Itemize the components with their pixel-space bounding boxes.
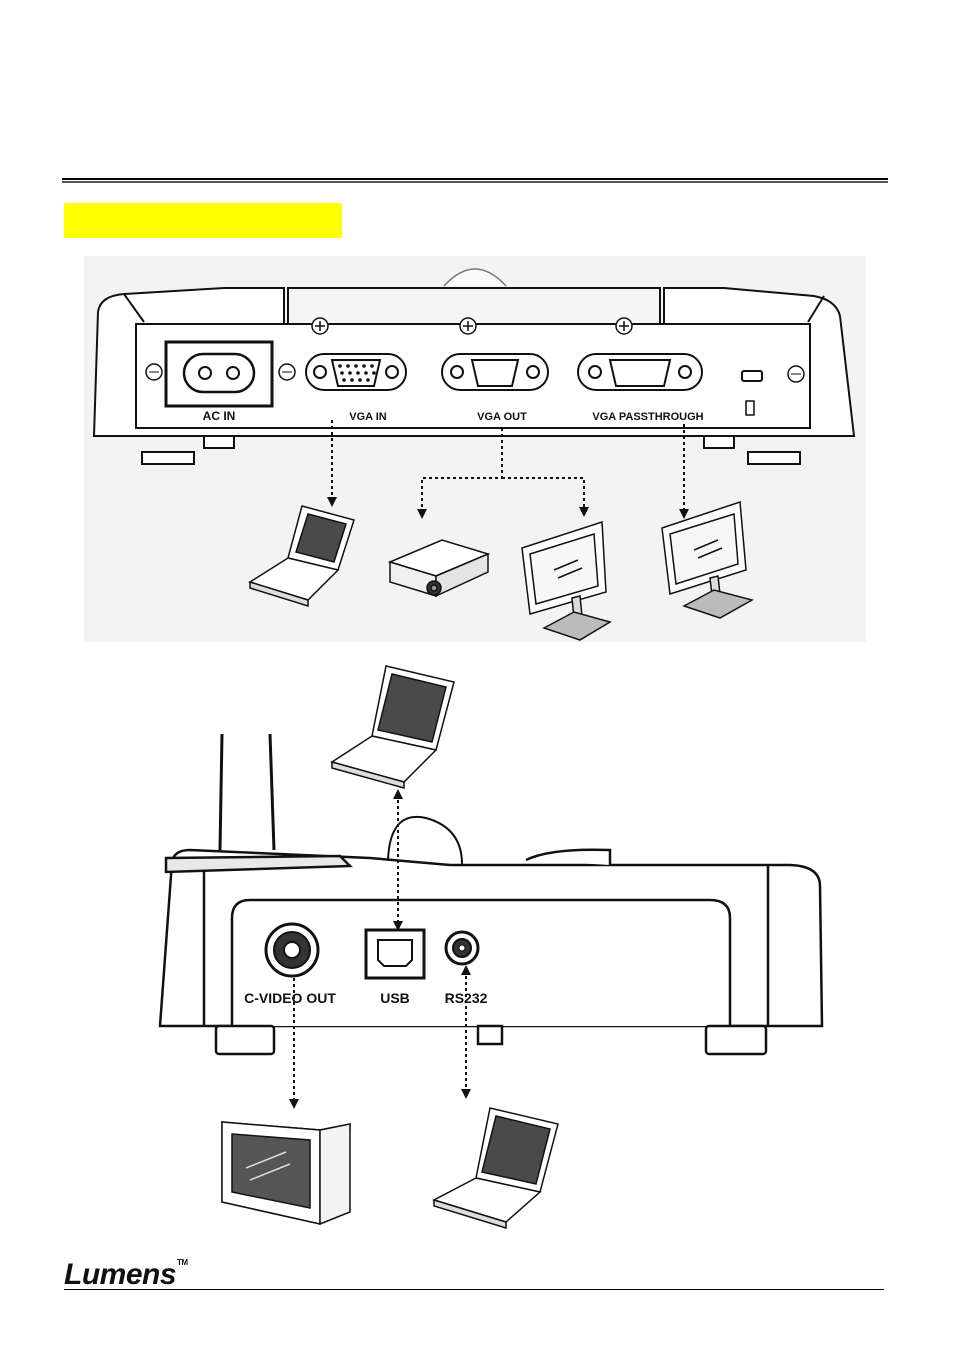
laptop-icon bbox=[248, 505, 355, 608]
vga-out-label: VGA OUT bbox=[477, 411, 527, 423]
connection-lines bbox=[327, 420, 689, 519]
side-panel-illustration: C-VIDEO OUT USB RS232 bbox=[158, 665, 824, 1230]
trademark-mark: TM bbox=[177, 1258, 188, 1267]
connection-lines bbox=[289, 789, 471, 1109]
vga-passthrough-label: VGA PASSTHROUGH bbox=[592, 411, 703, 423]
brand-name: Lumens bbox=[64, 1258, 177, 1291]
laptop-icon bbox=[432, 1107, 559, 1230]
laptop-icon bbox=[330, 665, 455, 789]
monitor-icon bbox=[661, 500, 754, 619]
footer-rule bbox=[64, 1289, 884, 1290]
vga-passthrough-port bbox=[577, 353, 703, 391]
projector-icon bbox=[387, 539, 491, 598]
tv-icon bbox=[221, 1121, 351, 1226]
arm-posts bbox=[218, 733, 276, 851]
section-heading-highlight bbox=[64, 203, 342, 238]
vga-in-port bbox=[305, 353, 407, 391]
kensington-lock-slot bbox=[741, 365, 805, 416]
device-side-body bbox=[158, 848, 824, 1056]
cvideo-out-label: C-VIDEO OUT bbox=[244, 990, 336, 1006]
brand-logo: LumensTM bbox=[64, 1258, 188, 1292]
vga-out-port bbox=[441, 353, 549, 391]
side-panel-diagram: C-VIDEO OUT USB RS232 bbox=[150, 660, 840, 1240]
header-rule bbox=[62, 178, 888, 183]
cvideo-out-jack bbox=[264, 922, 320, 978]
rs232-jack bbox=[444, 930, 480, 966]
usb-port bbox=[364, 928, 426, 980]
top-screws bbox=[311, 317, 633, 335]
rear-panel-illustration: AC IN VGA IN VGA OUT VGA PASSTHROUGH bbox=[92, 268, 856, 641]
camera-dome bbox=[443, 268, 507, 287]
usb-label: USB bbox=[380, 990, 410, 1006]
ac-in-socket bbox=[145, 340, 296, 408]
rear-panel-diagram: AC IN VGA IN VGA OUT VGA PASSTHROUGH bbox=[84, 256, 866, 642]
ac-in-label: AC IN bbox=[203, 409, 236, 423]
rs232-label: RS232 bbox=[445, 990, 488, 1006]
monitor-icon bbox=[521, 520, 612, 641]
vga-in-label: VGA IN bbox=[349, 411, 387, 423]
camera-dome bbox=[387, 815, 463, 865]
